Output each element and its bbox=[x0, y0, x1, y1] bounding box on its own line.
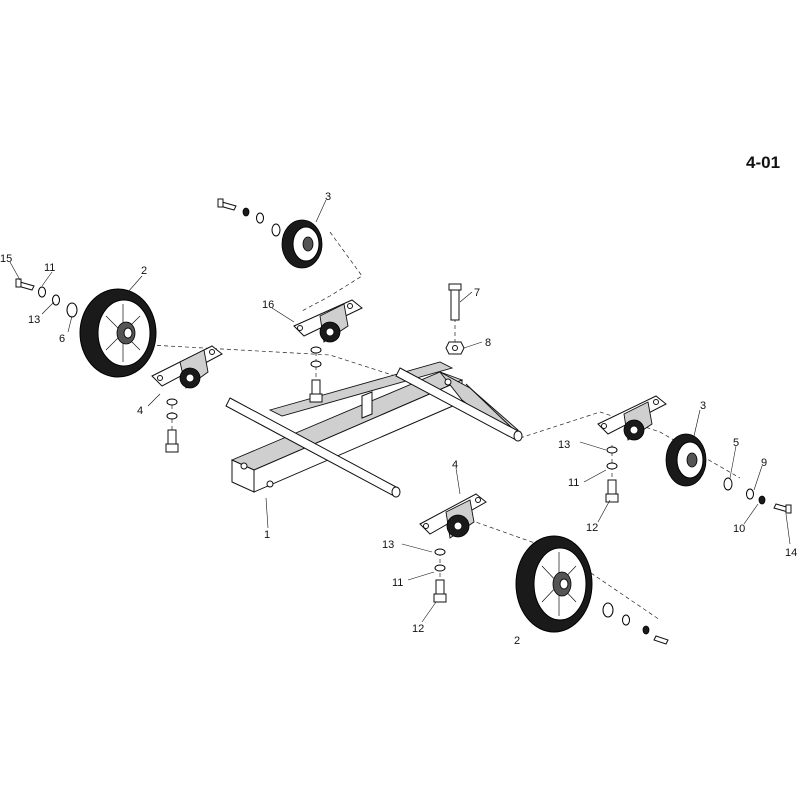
callout-4-left-block: 4 bbox=[137, 405, 143, 417]
hardware-center-block bbox=[309, 346, 323, 403]
callout-2-left-wheel: 2 bbox=[141, 265, 147, 277]
pillow-block-right bbox=[597, 395, 667, 441]
callout-5: 5 bbox=[733, 437, 739, 449]
callout-3-right-wheel: 3 bbox=[700, 400, 706, 412]
callout-4-bottom-block: 4 bbox=[452, 459, 458, 471]
callout-7: 7 bbox=[474, 287, 480, 299]
callout-12-right: 12 bbox=[586, 522, 598, 534]
leader-lines bbox=[9, 199, 791, 623]
hardware-bolt-7 bbox=[445, 283, 465, 355]
callout-3-top-wheel: 3 bbox=[325, 191, 331, 203]
large-wheel-bottom bbox=[515, 535, 593, 633]
callout-15: 15 bbox=[0, 253, 12, 265]
callout-12-bottom: 12 bbox=[412, 623, 424, 635]
pillow-block-bottom bbox=[419, 493, 487, 539]
assembly-centerlines bbox=[149, 231, 741, 621]
hardware-right-block bbox=[605, 446, 619, 503]
callout-13-left: 13 bbox=[28, 314, 40, 326]
pillow-block-left bbox=[151, 345, 223, 389]
hardware-left-wheel bbox=[15, 278, 78, 318]
callout-8: 8 bbox=[485, 337, 491, 349]
pillow-block-center bbox=[293, 299, 363, 343]
hardware-bottom-wheel bbox=[602, 602, 669, 645]
callout-1: 1 bbox=[264, 529, 270, 541]
hardware-bottom-block bbox=[433, 548, 447, 603]
callout-14: 14 bbox=[785, 547, 797, 559]
large-wheel-left bbox=[79, 288, 157, 378]
callout-6: 6 bbox=[59, 333, 65, 345]
hardware-right-wheel bbox=[723, 477, 792, 514]
callout-13-bottom: 13 bbox=[382, 539, 394, 551]
callout-13-right: 13 bbox=[558, 439, 570, 451]
callout-labels: 1 2 2 3 3 4 4 5 6 7 8 9 10 11 11 11 12 1… bbox=[0, 191, 797, 647]
small-wheel-right bbox=[665, 433, 707, 487]
hardware-top-wheel bbox=[217, 198, 281, 237]
page-reference-number: 4-01 bbox=[746, 153, 781, 172]
axle-shafts bbox=[225, 367, 523, 498]
callout-11-right: 11 bbox=[568, 477, 579, 489]
callout-10: 10 bbox=[733, 523, 745, 535]
callout-11-bottom: 11 bbox=[392, 577, 403, 589]
small-wheel-top bbox=[281, 219, 323, 269]
callout-9: 9 bbox=[761, 457, 767, 469]
hardware-left-block bbox=[165, 398, 179, 453]
callout-11-left: 11 bbox=[44, 262, 55, 274]
callout-2-bottom-wheel: 2 bbox=[514, 635, 520, 647]
callout-16: 16 bbox=[262, 299, 274, 311]
